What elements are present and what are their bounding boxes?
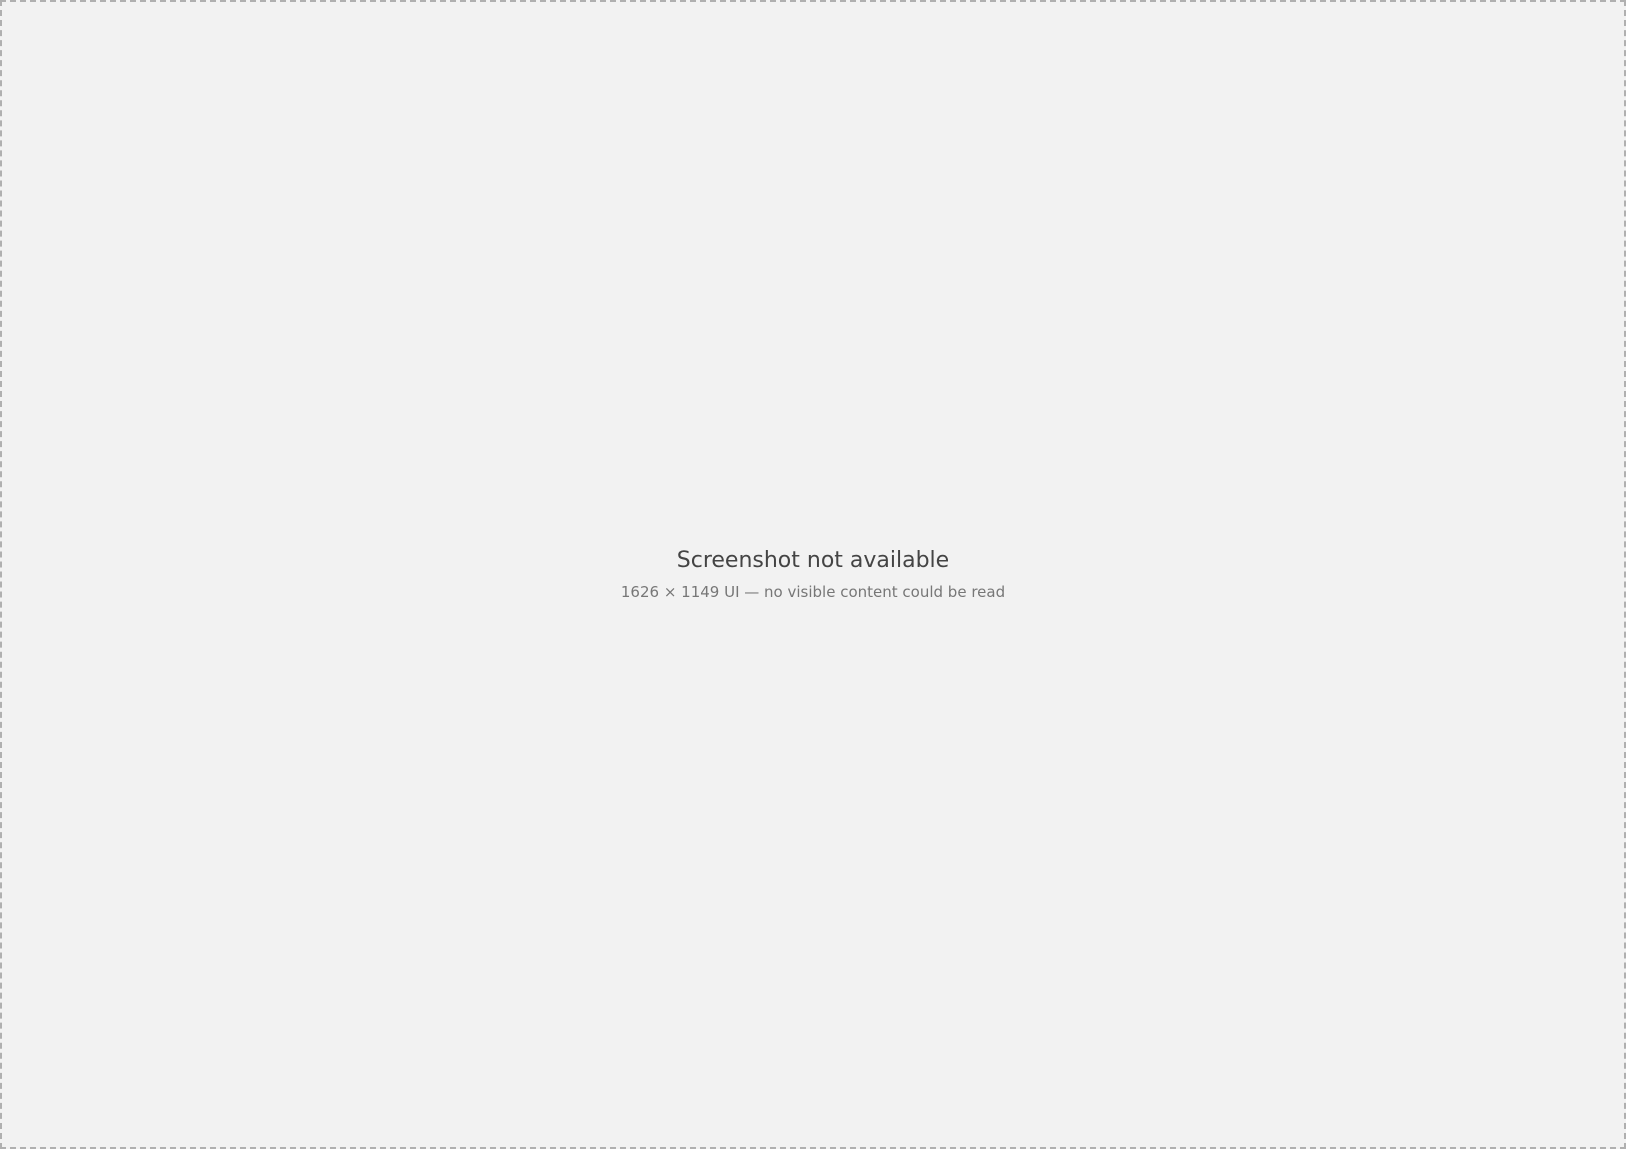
placeholder-title: Screenshot not available [676, 548, 950, 573]
placeholder-note: 1626 × 1149 UI — no visible content coul… [620, 583, 1006, 601]
